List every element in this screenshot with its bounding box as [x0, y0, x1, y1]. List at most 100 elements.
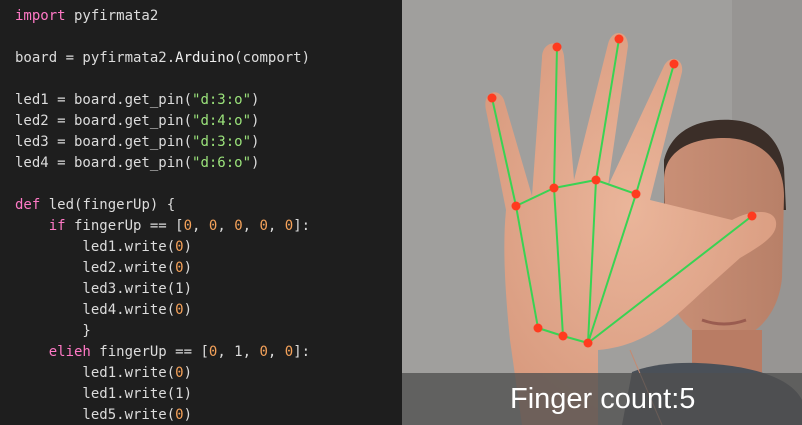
code-token: Arduino: [175, 50, 235, 66]
code-line: def led(fingerUp) {: [15, 195, 175, 216]
code-token: ,: [192, 218, 209, 234]
skeleton-bone: [553, 46, 558, 189]
code-token: pyfirmata2: [65, 8, 159, 24]
code-line: led1.write(0): [15, 363, 192, 384]
code-token: [15, 344, 49, 360]
code-token: 0: [259, 344, 268, 360]
code-line: led3.write(1): [15, 279, 192, 300]
hand-landmark-point: [747, 211, 757, 221]
code-line: led4.write(0): [15, 300, 192, 321]
caption-bar: Finger count:5: [402, 373, 802, 425]
code-token: , 1,: [217, 344, 260, 360]
code-token: led5.write(: [15, 407, 176, 423]
hand-silhouette: [485, 32, 777, 425]
skeleton-bone: [587, 193, 637, 344]
skeleton-bone: [587, 179, 597, 344]
code-token: 0: [175, 239, 184, 255]
skeleton-bone: [553, 179, 597, 189]
skeleton-bone: [595, 179, 637, 195]
code-token: "d:6:o": [192, 155, 252, 171]
hand-landmark-point: [552, 42, 562, 52]
code-token: ): [183, 239, 193, 255]
skeleton-bone: [595, 38, 620, 181]
code-token: fingerUp == [: [65, 218, 184, 234]
hand-landmark-point: [487, 93, 497, 103]
code-token: led2.write(: [15, 260, 176, 276]
code-token: def: [15, 197, 41, 213]
skeleton-bone: [515, 205, 539, 329]
code-token: 0: [183, 218, 193, 234]
code-token: ): [183, 302, 193, 318]
code-line: led1.write(0): [15, 237, 192, 258]
code-line: led1.write(1): [15, 384, 192, 405]
code-token: ): [183, 365, 193, 381]
code-token: ,: [267, 218, 285, 234]
code-token: 0: [234, 218, 243, 234]
code-token: 0: [284, 344, 294, 360]
code-token: ): [251, 134, 260, 150]
hand-landmark-point: [631, 189, 641, 199]
webcam-frame: [402, 0, 802, 425]
code-token: ): [183, 407, 193, 423]
code-token: 0: [284, 218, 294, 234]
skeleton-bone: [553, 187, 564, 337]
hand-landmark-point: [558, 331, 568, 341]
code-line: led5.write(0): [15, 405, 192, 425]
code-token: import: [15, 8, 66, 24]
code-token: 0: [259, 218, 268, 234]
code-token: led(fingerUp) {: [40, 197, 176, 213]
code-token: ]:: [293, 218, 311, 234]
code-token: ): [251, 155, 260, 171]
code-line: elieh fingerUp == [0, 1, 0, 0]:: [15, 342, 310, 363]
code-token: if: [48, 218, 66, 234]
skeleton-bone: [635, 63, 675, 195]
code-token: led2 = board.get_pin(: [15, 113, 193, 129]
code-token: led4.write(: [15, 302, 176, 318]
skeleton-bone: [515, 187, 555, 207]
code-token: }: [15, 323, 91, 339]
code-line: led2.write(0): [15, 258, 192, 279]
hand-landmark-point: [549, 183, 559, 193]
code-token: "d:3:o": [192, 134, 252, 150]
code-token: ): [251, 92, 260, 108]
code-token: 0: [175, 365, 184, 381]
code-token: led1.write(: [15, 239, 176, 255]
code-token: ,: [242, 218, 260, 234]
code-token: ): [251, 113, 260, 129]
code-token: elieh: [48, 344, 91, 360]
code-token: 0: [175, 302, 184, 318]
finger-count-label: Finger count:5: [510, 383, 696, 415]
code-line: led3 = board.get_pin("d:3:o"): [15, 132, 259, 153]
code-line: led4 = board.get_pin("d:6:o"): [15, 153, 259, 174]
code-token: led3.write(1): [15, 281, 193, 297]
code-token: "d:3:o": [192, 92, 252, 108]
code-line: led1 = board.get_pin("d:3:o"): [15, 90, 259, 111]
hand-landmark-point: [591, 175, 601, 185]
code-token: 0: [208, 344, 218, 360]
code-line: import pyfirmata2: [15, 6, 158, 27]
code-token: fingerUp == [: [90, 344, 209, 360]
hand-landmark-point: [614, 34, 624, 44]
hand-landmarks: [487, 34, 757, 348]
code-token: (comport): [234, 50, 311, 66]
code-token: led1.write(1): [15, 386, 193, 402]
skeleton-bone: [491, 97, 517, 207]
code-token: ]:: [293, 344, 311, 360]
code-token: board = pyfirmata2.: [15, 50, 176, 66]
hand-landmark-point: [583, 338, 593, 348]
code-token: led1 = board.get_pin(: [15, 92, 193, 108]
code-token: 0: [175, 260, 184, 276]
code-token: led1.write(: [15, 365, 176, 381]
webcam-view: Finger count:5: [402, 0, 802, 425]
code-line: board = pyfirmata2.Arduino(comport): [15, 48, 310, 69]
code-token: ): [183, 260, 193, 276]
code-line: if fingerUp == [0, 0, 0, 0, 0]:: [15, 216, 310, 237]
code-editor[interactable]: import pyfirmata2 board = pyfirmata2.Ardu…: [0, 0, 402, 425]
code-token: 0: [208, 218, 218, 234]
hand-landmark-point: [511, 201, 521, 211]
code-token: "d:4:o": [192, 113, 252, 129]
code-line: led2 = board.get_pin("d:4:o"): [15, 111, 259, 132]
hand-landmark-point: [669, 59, 679, 69]
code-line: }: [15, 321, 91, 342]
code-token: 0: [175, 407, 184, 423]
